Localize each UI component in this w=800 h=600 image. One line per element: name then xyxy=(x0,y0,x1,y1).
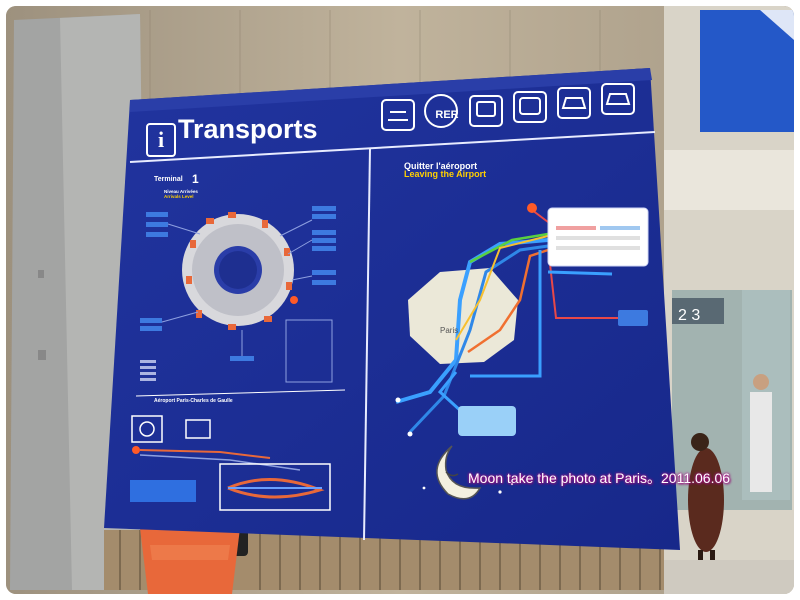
transport-sign-board xyxy=(104,68,680,550)
sign-title: Transports xyxy=(178,114,318,144)
leaving-airport-fr: Quitter l'aéroport xyxy=(404,161,478,171)
route-map xyxy=(395,203,649,437)
car-icon xyxy=(601,83,635,115)
arrivals-level-en: Arrivals Level xyxy=(164,194,194,199)
cdg-overview-map xyxy=(130,415,331,511)
info-icon: i xyxy=(146,123,176,157)
terminal-number: 1 xyxy=(192,172,199,186)
terminal-labels xyxy=(140,206,336,361)
mode-icon-row xyxy=(381,83,635,131)
orly-box xyxy=(458,406,516,436)
person-white-shirt xyxy=(750,392,772,492)
photo-scene: 2 3 xyxy=(6,6,794,594)
moon-illustration xyxy=(422,445,514,500)
arrivals-level-fr: Niveau Arrivées xyxy=(164,189,198,194)
photo-frame: 2 3 xyxy=(6,6,794,594)
leaving-airport-en: Leaving the Airport xyxy=(404,169,487,179)
train-icon xyxy=(381,99,415,131)
distant-blue-sign xyxy=(700,10,794,132)
tram-icon xyxy=(469,95,503,127)
rer-label: RER xyxy=(435,109,459,121)
airport-label: Aéroport Paris-Charles de Gaulle xyxy=(154,398,233,404)
bus-icon xyxy=(513,91,547,123)
taxi-icon xyxy=(557,87,591,119)
map-city-label: Paris xyxy=(440,326,459,335)
svg-text:2 3: 2 3 xyxy=(678,307,700,324)
rer-icon xyxy=(424,94,458,128)
terminal-diagram xyxy=(182,212,298,330)
photo-watermark: Moon take the photo at Paris。2011.06.06 xyxy=(468,470,731,486)
terminal-label: Terminal xyxy=(154,176,183,183)
